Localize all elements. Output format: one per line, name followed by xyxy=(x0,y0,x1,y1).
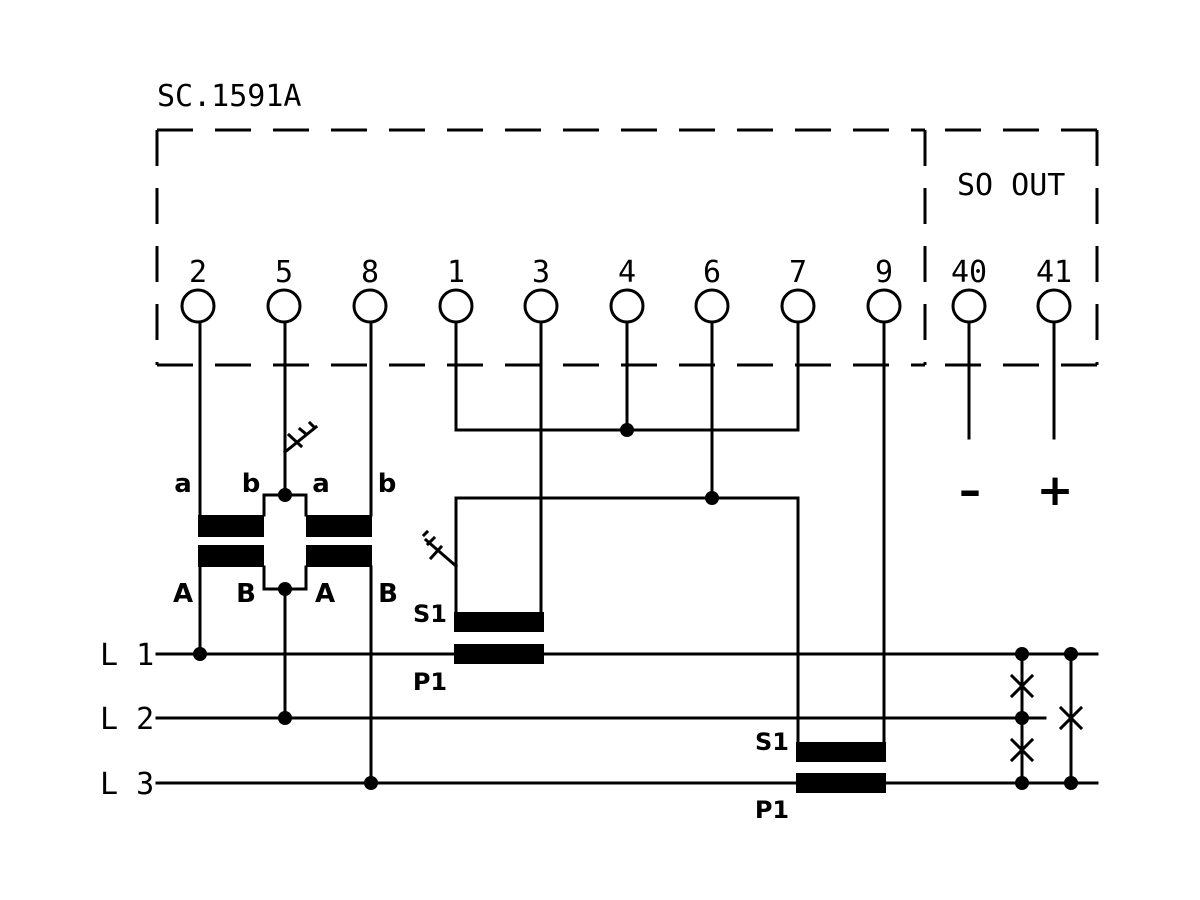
terminal-1 xyxy=(438,288,474,324)
terminal-label-8: 8 xyxy=(361,255,379,290)
terminal-label-6: 6 xyxy=(703,255,721,290)
ct1-primary-p1: P1 xyxy=(413,668,447,696)
vt-left-primary-B: B xyxy=(236,579,256,609)
output-minus-sign: – xyxy=(959,465,981,516)
terminal-3 xyxy=(523,288,559,324)
terminal-label-3: 3 xyxy=(532,255,550,290)
terminal-labels: 2 5 8 1 3 4 6 7 9 40 41 xyxy=(189,255,1072,290)
current-transformer-2 xyxy=(796,742,886,793)
terminal-label-1: 1 xyxy=(447,255,465,290)
terminal-label-41: 41 xyxy=(1036,255,1072,290)
wiring xyxy=(155,321,1099,785)
vt-left-secondary-a: a xyxy=(174,469,192,499)
terminal-7 xyxy=(780,288,816,324)
terminal-41 xyxy=(1036,288,1072,324)
terminal-6 xyxy=(694,288,730,324)
vt-left-primary-A: A xyxy=(173,579,193,609)
earth-symbol-ct1 xyxy=(421,529,459,569)
terminal-8 xyxy=(352,288,388,324)
ct1-secondary-s1: S1 xyxy=(413,600,447,628)
ct2-secondary-s1: S1 xyxy=(755,728,789,756)
model-label: SC.1591A xyxy=(157,79,302,114)
terminal-label-4: 4 xyxy=(618,255,636,290)
vt-right-primary-B: B xyxy=(378,579,398,609)
terminal-label-7: 7 xyxy=(789,255,807,290)
line-label-l3: L 3 xyxy=(100,767,154,802)
terminal-label-9: 9 xyxy=(875,255,893,290)
output-plus-sign: + xyxy=(1037,465,1074,516)
voltage-transformer-right xyxy=(306,515,372,567)
so-out-label: SO OUT xyxy=(957,168,1065,203)
earth-symbol-terminal-5 xyxy=(282,420,319,455)
vt-right-primary-A: A xyxy=(315,579,335,609)
terminal-5 xyxy=(266,288,302,324)
terminal-40 xyxy=(951,288,987,324)
terminal-4 xyxy=(609,288,645,324)
vt-right-secondary-a: a xyxy=(312,469,330,499)
terminal-label-5: 5 xyxy=(275,255,293,290)
terminals xyxy=(180,288,1072,324)
current-transformer-1 xyxy=(454,612,544,664)
vt-right-secondary-b: b xyxy=(378,469,397,499)
fuse-marks xyxy=(1009,673,1084,763)
junction-dots xyxy=(193,423,1078,790)
terminal-label-40: 40 xyxy=(951,255,987,290)
terminal-9 xyxy=(866,288,902,324)
terminal-2 xyxy=(180,288,216,324)
terminal-label-2: 2 xyxy=(189,255,207,290)
ct2-primary-p1: P1 xyxy=(755,796,789,824)
line-label-l2: L 2 xyxy=(100,702,154,737)
voltage-transformer-left xyxy=(198,515,264,567)
vt-left-secondary-b: b xyxy=(242,469,261,499)
line-label-l1: L 1 xyxy=(100,638,154,673)
